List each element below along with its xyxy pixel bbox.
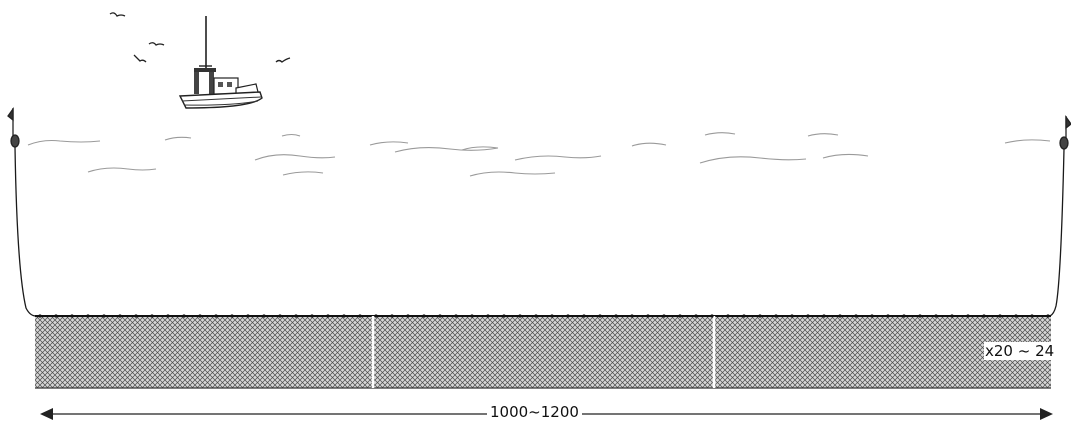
float-dot [806,314,810,318]
float-dot [662,314,666,318]
float-dot [582,314,586,318]
float-dot [998,314,1002,318]
float-dot [678,314,682,318]
float-dot [70,314,74,318]
float-dot [38,314,42,318]
float-dot [550,314,554,318]
gillnet [35,314,1051,389]
fishing-boat-icon [178,16,263,109]
float-dot [694,314,698,318]
float-dot [966,314,970,318]
float-dot [230,314,234,318]
buoy-lines [14,146,1065,317]
float-dot [182,314,186,318]
float-dot [358,314,362,318]
float-dot [166,314,170,318]
float-dot [1030,314,1034,318]
float-dot [918,314,922,318]
float-dot [134,314,138,318]
float-dot [406,314,410,318]
float-dot [790,314,794,318]
float-dot [326,314,330,318]
total-length-label: 1000~1200 [487,403,582,421]
float-dot [566,314,570,318]
float-dot [630,314,634,318]
float-dot [262,314,266,318]
float-dot [390,314,394,318]
float-dot [774,314,778,318]
float-dot [822,314,826,318]
float-dot [710,314,714,318]
float-dot [902,314,906,318]
float-dot [294,314,298,318]
float-dot [742,314,746,318]
float-dot [1046,314,1050,318]
float-dot [598,314,602,318]
float-dot [934,314,938,318]
float-dot [278,314,282,318]
float-dot [422,314,426,318]
float-dot [758,314,762,318]
buoy-flag-icon [1059,114,1071,150]
float-dot [374,314,378,318]
sea-waves [27,132,1051,177]
float-dot [470,314,474,318]
float-dot [118,314,122,318]
float-dot [342,314,346,318]
float-line [38,314,1050,318]
float-dot [454,314,458,318]
float-dot [86,314,90,318]
float-dot [198,314,202,318]
float-dot [246,314,250,318]
float-dot [838,314,842,318]
panel-count-label: x20 ~ 24 [984,342,1056,360]
float-dot [982,314,986,318]
float-dot [102,314,106,318]
float-dot [854,314,858,318]
seagull-icon [109,12,126,17]
seagull-icon [148,42,165,46]
buoy-flag-icon [7,106,20,148]
seagull-icon [133,54,147,63]
float-dot [870,314,874,318]
float-dot [438,314,442,318]
float-dot [214,314,218,318]
float-dot [1014,314,1018,318]
float-dot [886,314,890,318]
float-dot [54,314,58,318]
float-dot [310,314,314,318]
float-dot [486,314,490,318]
float-dot [726,314,730,318]
float-dot [150,314,154,318]
float-dot [950,314,954,318]
float-dot [614,314,618,318]
float-dot [646,314,650,318]
float-dot [534,314,538,318]
seagull-icon [275,57,291,63]
seagulls [109,12,291,63]
float-dot [502,314,506,318]
float-dot [518,314,522,318]
